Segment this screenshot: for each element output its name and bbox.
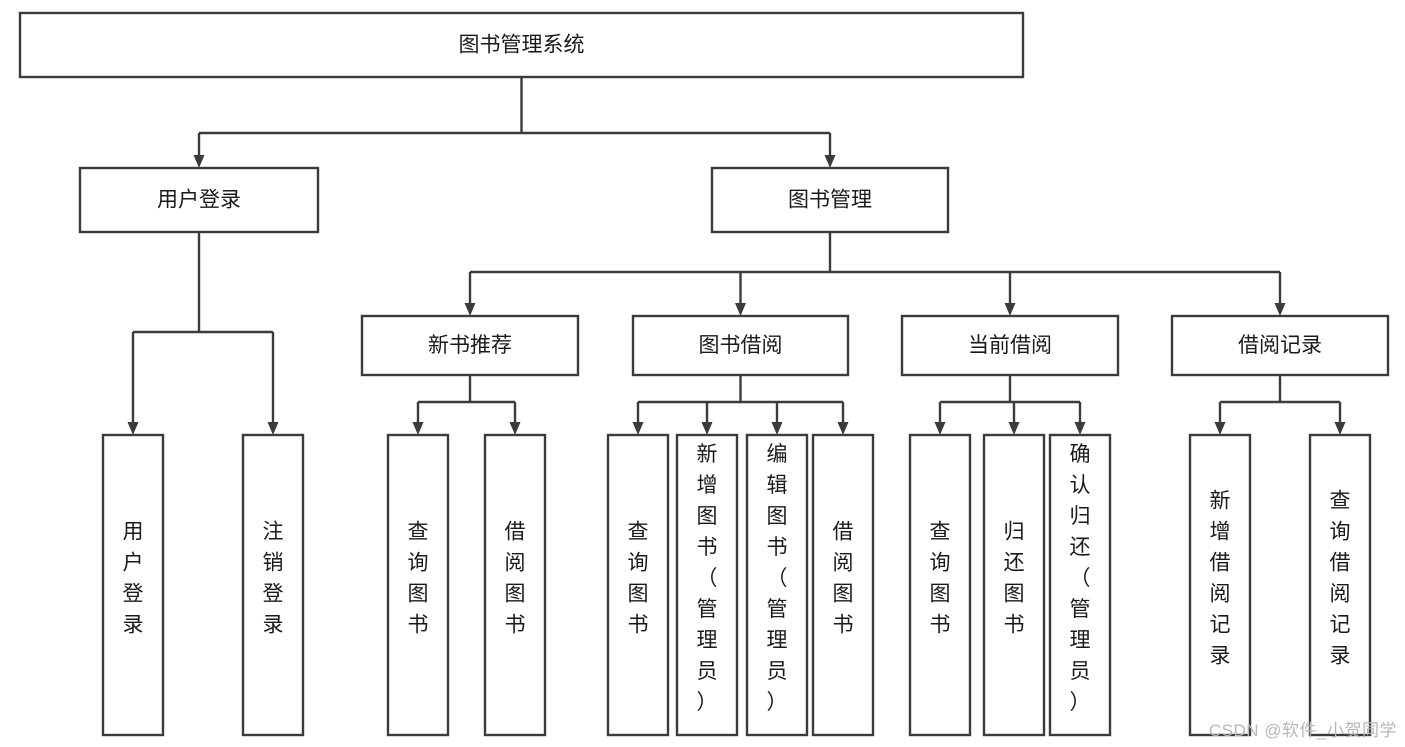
node-label: 借阅记录 (1238, 334, 1322, 357)
node-box (1170, 314, 1390, 377)
node-label: 编辑图书（管理员） (767, 443, 788, 714)
node-label: 用户登录 (123, 521, 144, 637)
node-box (78, 166, 320, 234)
node-box (631, 314, 850, 377)
node-label: 图书管理系统 (459, 34, 585, 57)
node-leaf-user-login[interactable]: 用户登录 (101, 433, 165, 737)
node-label: 用户登录 (157, 189, 241, 212)
node-box (811, 433, 875, 737)
node-label: 注销登录 (263, 521, 284, 637)
watermark-text: CSDN @软件_小贺同学 (1208, 721, 1397, 740)
node-label: 图书管理 (788, 189, 872, 212)
node-label: 新书推荐 (428, 334, 512, 357)
node-l3-new[interactable]: 新书推荐 (360, 314, 580, 377)
node-l2-book[interactable]: 图书管理 (710, 166, 950, 234)
node-label: 查询图书 (628, 521, 649, 637)
node-box (18, 11, 1025, 79)
node-leaf-current-query[interactable]: 查询图书 (908, 433, 972, 737)
node-leaf-current-confirm[interactable]: 确认归还（管理员） (1048, 433, 1112, 737)
arrow-head-icon (193, 155, 205, 168)
node-box (982, 433, 1046, 737)
node-root[interactable]: 图书管理系统 (18, 11, 1025, 79)
node-label: 借阅图书 (833, 521, 854, 637)
arrow-head-icon (771, 422, 783, 435)
node-label: 查询图书 (930, 521, 951, 637)
arrow-head-icon (267, 422, 279, 435)
arrow-head-icon (1008, 422, 1020, 435)
node-label: 当前借阅 (968, 334, 1052, 357)
node-box (1188, 433, 1252, 737)
node-box (1308, 433, 1372, 737)
arrow-head-icon (1004, 303, 1016, 316)
arrow-head-icon (127, 422, 139, 435)
arrow-head-icon (824, 155, 836, 168)
node-label: 新增借阅记录 (1210, 490, 1231, 668)
node-label: 确认归还（管理员） (1070, 443, 1091, 714)
node-l2-user[interactable]: 用户登录 (78, 166, 320, 234)
node-label: 借阅图书 (505, 521, 526, 637)
node-leaf-borrow-query[interactable]: 查询图书 (606, 433, 670, 737)
node-box (745, 433, 809, 737)
node-label: 查询图书 (408, 521, 429, 637)
node-l3-current[interactable]: 当前借阅 (900, 314, 1120, 377)
arrow-head-icon (1074, 422, 1086, 435)
node-leaf-record-query[interactable]: 查询借阅记录 (1308, 433, 1372, 737)
node-leaf-new-query[interactable]: 查询图书 (386, 433, 450, 737)
node-l3-record[interactable]: 借阅记录 (1170, 314, 1390, 377)
node-leaf-borrow-edit[interactable]: 编辑图书（管理员） (745, 433, 809, 737)
node-label: 归还图书 (1004, 521, 1025, 637)
node-box (908, 433, 972, 737)
arrow-head-icon (934, 422, 946, 435)
node-box (241, 433, 305, 737)
arrow-head-icon (701, 422, 713, 435)
arrow-head-icon (632, 422, 644, 435)
node-leaf-record-add[interactable]: 新增借阅记录 (1188, 433, 1252, 737)
node-leaf-borrow-add[interactable]: 新增图书（管理员） (675, 433, 739, 737)
node-leaf-borrow-lend[interactable]: 借阅图书 (811, 433, 875, 737)
arrow-head-icon (412, 422, 424, 435)
nodes-layer: 图书管理系统用户登录图书管理新书推荐图书借阅当前借阅借阅记录用户登录注销登录查询… (18, 11, 1390, 737)
arrow-head-icon (837, 422, 849, 435)
edges-layer (127, 77, 1346, 435)
node-leaf-current-return[interactable]: 归还图书 (982, 433, 1046, 737)
node-box (483, 433, 547, 737)
node-label: 查询借阅记录 (1330, 490, 1351, 668)
node-box (900, 314, 1120, 377)
node-l3-borrow[interactable]: 图书借阅 (631, 314, 850, 377)
arrow-head-icon (735, 303, 746, 316)
arrow-head-icon (1274, 303, 1286, 316)
arrow-head-icon (1214, 422, 1226, 435)
node-box (675, 433, 739, 737)
arrow-head-icon (464, 303, 476, 316)
node-box (101, 433, 165, 737)
node-box (606, 433, 670, 737)
node-leaf-user-logout[interactable]: 注销登录 (241, 433, 305, 737)
node-box (360, 314, 580, 377)
node-label: 新增图书（管理员） (697, 443, 718, 714)
node-label: 图书借阅 (699, 334, 783, 357)
node-box (1048, 433, 1112, 737)
node-box (386, 433, 450, 737)
node-leaf-new-borrow[interactable]: 借阅图书 (483, 433, 547, 737)
arrow-head-icon (509, 422, 521, 435)
node-box (710, 166, 950, 234)
arrow-head-icon (1334, 422, 1346, 435)
